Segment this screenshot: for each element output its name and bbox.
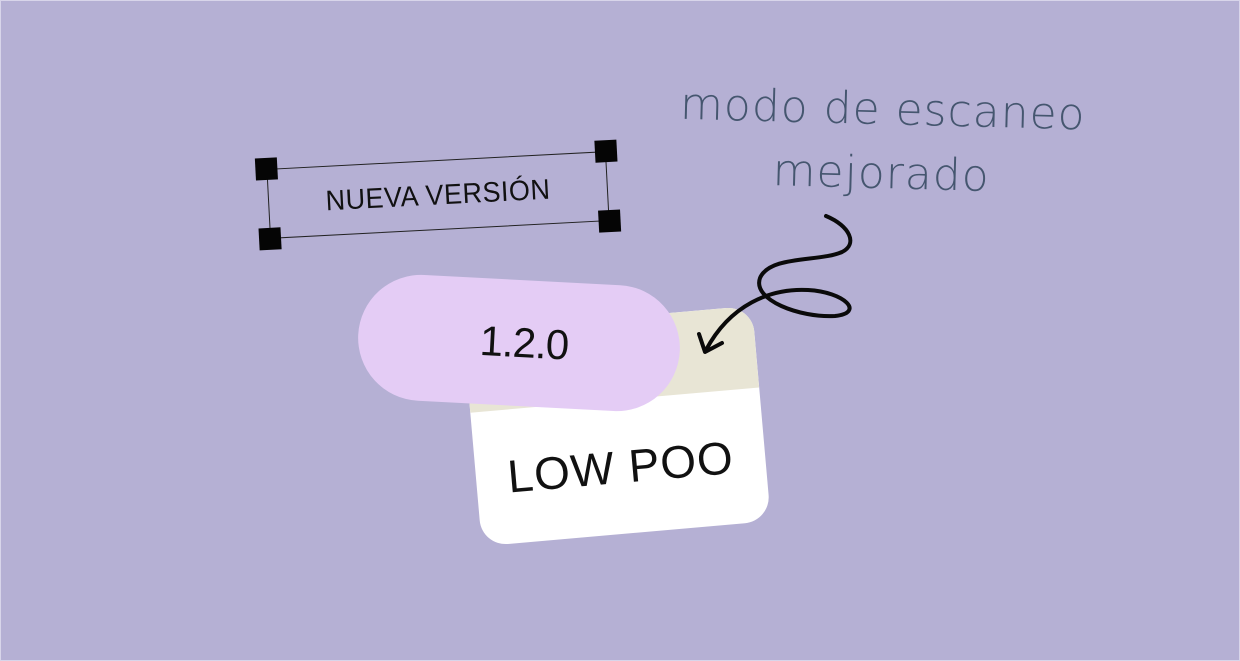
version-number: 1.2.0 (478, 316, 570, 369)
annotation-line-1: modo de escaneo (679, 78, 1087, 141)
selection-box[interactable]: NUEVA VERSIÓN (254, 139, 622, 251)
annotation-line-2: mejorado (772, 145, 991, 202)
annotation-text: modo de escaneo mejorado (660, 72, 1103, 211)
card-label: LOW POO (505, 431, 736, 503)
version-pill: 1.2.0 (354, 271, 684, 415)
selection-label: NUEVA VERSIÓN (324, 172, 552, 217)
